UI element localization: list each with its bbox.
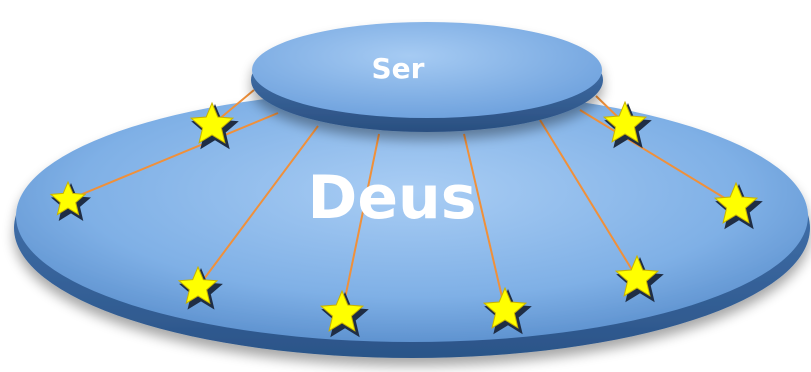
base-disc xyxy=(14,90,810,358)
star-icon xyxy=(49,180,91,221)
top-label: Ser xyxy=(372,52,425,85)
star-icon xyxy=(189,101,239,150)
star-icon xyxy=(177,265,223,310)
connector-line xyxy=(463,133,506,311)
center-label: Deus xyxy=(308,163,477,233)
stars xyxy=(49,100,763,338)
connector-line xyxy=(67,112,279,201)
star-icon xyxy=(602,100,652,149)
connector-line xyxy=(539,119,638,279)
star-icon xyxy=(319,289,369,338)
connector-line xyxy=(341,133,380,314)
connector-line xyxy=(197,125,319,288)
star-icon xyxy=(614,254,664,303)
star-icon xyxy=(713,181,763,230)
connector-line xyxy=(579,109,737,206)
star-icon xyxy=(482,286,532,335)
top-disc xyxy=(251,22,603,132)
